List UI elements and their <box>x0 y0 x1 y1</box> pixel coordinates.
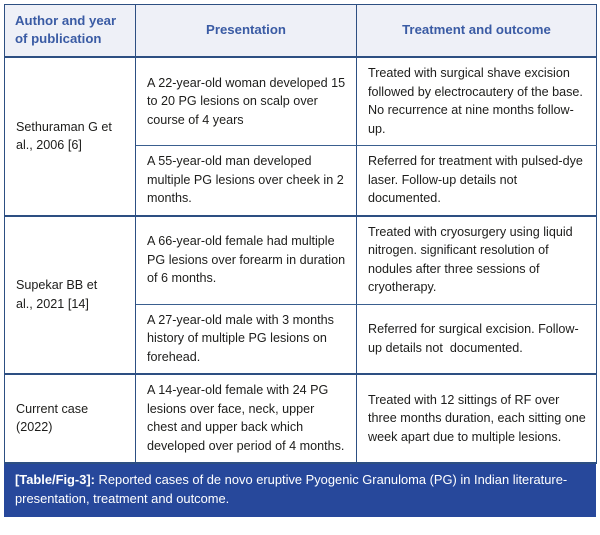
cell-author-0: Sethuraman G et al., 2006 [6] <box>4 56 136 217</box>
column-header-author-line1: Author and year <box>15 13 117 28</box>
table-caption-text: Reported cases of de novo eruptive Pyoge… <box>15 472 568 507</box>
cell-author-2-line1: Current case <box>16 401 89 416</box>
cell-author-0-line2: al., 2006 [6] <box>16 138 82 153</box>
cell-author-1-line2: al., 2021 [14] <box>16 296 89 311</box>
table-row: A 27-year-old male with 3 months history… <box>5 303 597 376</box>
column-header-treatment: Treatment and outcome <box>356 4 597 59</box>
cell-treatment-1-0: Treated with cryosurgery using liquid ni… <box>356 214 597 305</box>
cell-treatment-2-0: Treated with 12 sittings of RF over thre… <box>356 373 597 465</box>
column-header-presentation: Presentation <box>135 4 357 59</box>
cell-treatment-0-0: Treated with surgical shave excision fol… <box>356 56 597 147</box>
table-row: Sethuraman G et al., 2006 [6] A 22-year-… <box>4 56 597 217</box>
cell-presentation-0-1: A 55-year-old man developed multiple PG … <box>135 145 357 217</box>
cell-author-0-line1: Sethuraman G et <box>16 119 112 134</box>
cell-treatment-1-1: Referred for surgical excision. Follow-u… <box>356 303 597 376</box>
cell-author-2-line2: (2022) <box>16 420 53 435</box>
cell-presentation-1-0: A 66-year-old female had multiple PG les… <box>135 214 357 305</box>
cell-presentation-1-1: A 27-year-old male with 3 months history… <box>135 303 357 376</box>
reported-cases-table: Author and year of publication Presentat… <box>4 4 597 465</box>
table-caption: [Table/Fig-3]: Reported cases of de novo… <box>4 464 596 517</box>
cell-presentation-0-0: A 22-year-old woman developed 15 to 20 P… <box>135 56 357 147</box>
column-header-author-line2: of publication <box>15 31 102 47</box>
cell-treatment-0-1: Referred for treatment with pulsed-dye l… <box>356 145 597 217</box>
table-header-row: Author and year of publication Presentat… <box>4 4 597 59</box>
cell-presentation-2-0: A 14-year-old female with 24 PG lesions … <box>135 373 357 465</box>
table-header: Author and year of publication Presentat… <box>4 4 597 59</box>
table-row: Supekar BB et al., 2021 [14] A 66-year-o… <box>4 214 597 375</box>
column-header-author: Author and year of publication <box>4 4 136 59</box>
cell-author-2: Current case (2022) <box>4 373 136 465</box>
table-caption-label: [Table/Fig-3]: <box>15 472 95 488</box>
cell-author-1-line1: Supekar BB et <box>16 278 98 293</box>
table-row: Current case (2022) A 14-year-old female… <box>4 373 597 465</box>
cell-author-1: Supekar BB et al., 2021 [14] <box>4 214 136 375</box>
table-row: A 55-year-old man developed multiple PG … <box>5 145 597 217</box>
table-body: Sethuraman G et al., 2006 [6] A 22-year-… <box>4 56 597 465</box>
